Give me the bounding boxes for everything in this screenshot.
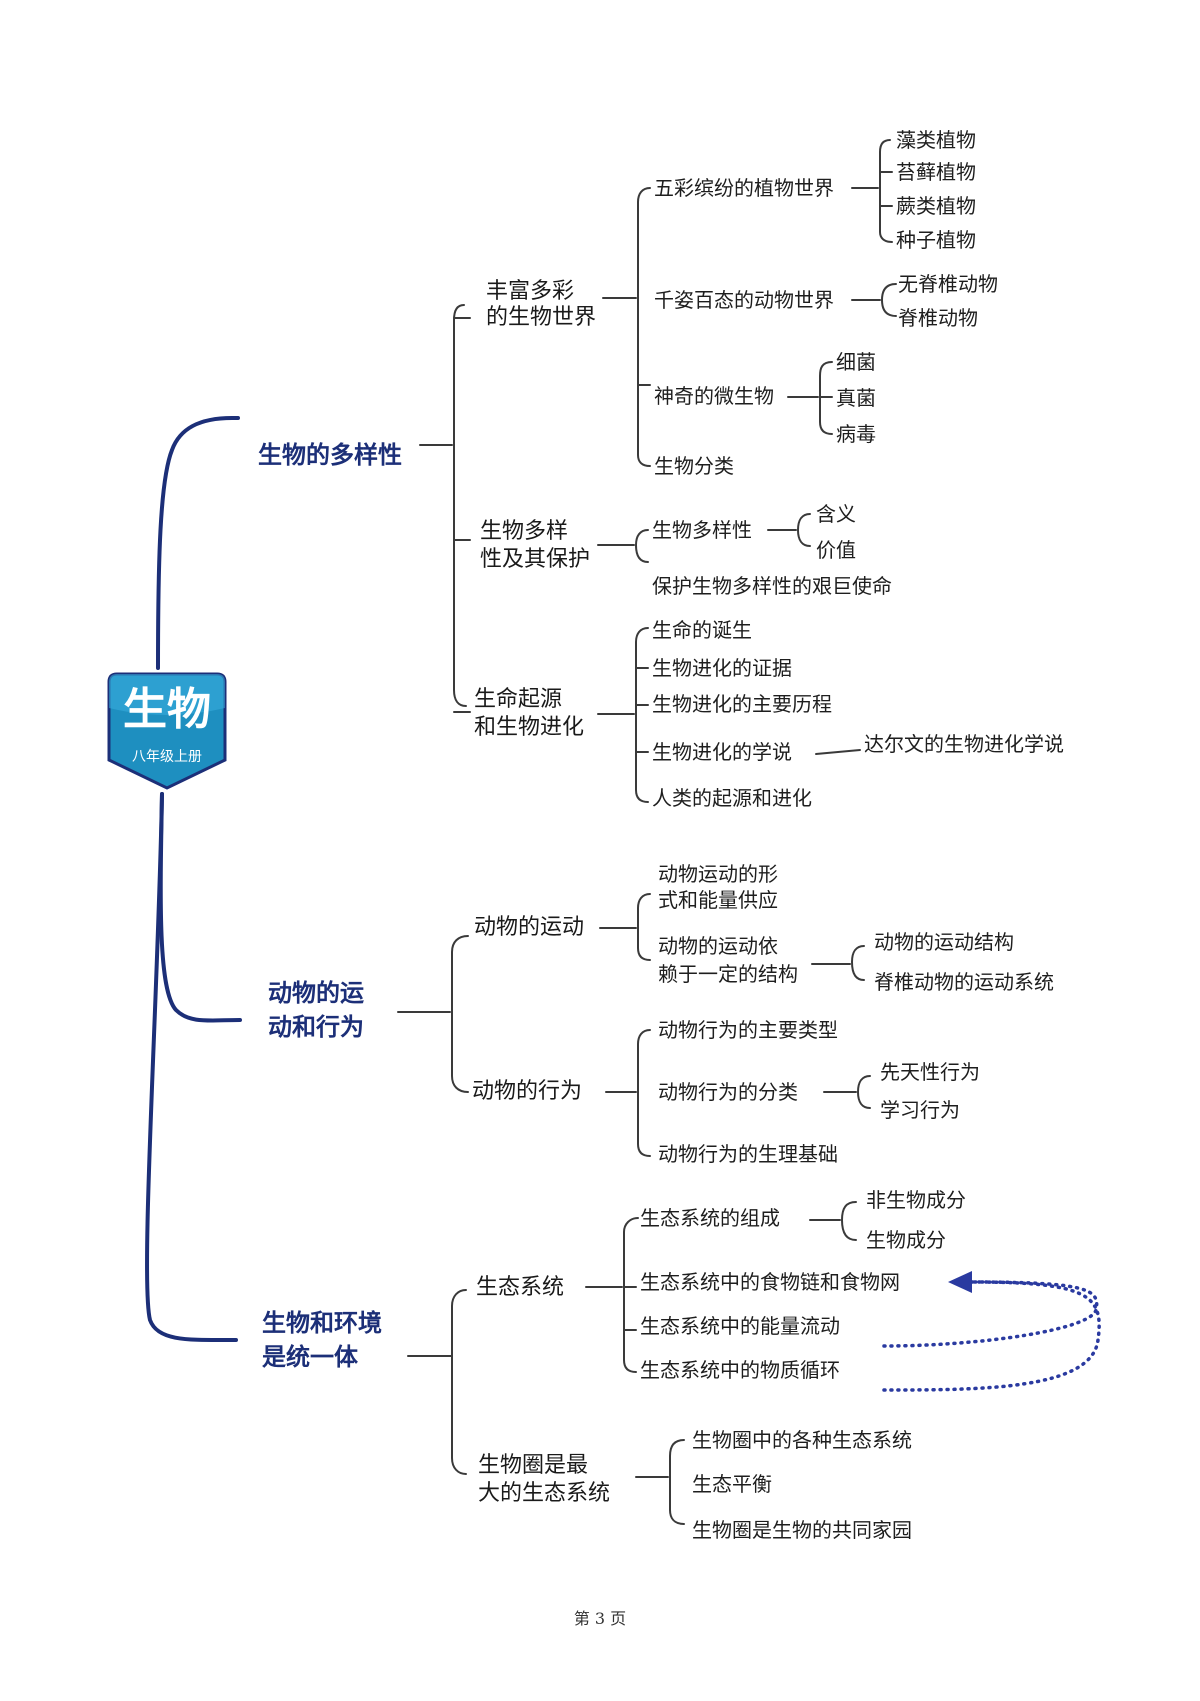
composition-item: 生物成分: [866, 1228, 946, 1252]
unit-2-line2: 动和行为: [268, 1013, 364, 1041]
mission-label: 保护生物多样性的艰巨使命: [652, 574, 892, 598]
motion-structure-line2: 赖于一定的结构: [658, 962, 798, 986]
page-number: 第 3 页: [573, 1609, 627, 1628]
plant-item: 种子植物: [896, 228, 976, 252]
behavior-basis: 动物行为的生理基础: [658, 1142, 838, 1166]
evolution-item: 生物进化的学说: [652, 740, 792, 764]
animal-item: 脊椎动物: [898, 306, 978, 330]
unit-2-line1: 动物的运: [268, 979, 364, 1007]
root-title: 生物: [123, 684, 211, 735]
microbe-item: 细菌: [836, 350, 876, 374]
biosphere-item: 生物圈中的各种生态系统: [692, 1428, 912, 1452]
u1-c2-line1: 生物多样: [480, 519, 569, 544]
u2-c2-label: 动物的行为: [472, 1079, 583, 1104]
microbe-item: 真菌: [836, 386, 876, 410]
u1-c1-line1: 丰富多彩: [486, 279, 575, 304]
motion-structure-line1: 动物的运动依: [658, 934, 778, 958]
animal-item: 无脊椎动物: [898, 272, 998, 296]
u3-c2-line1: 生物圈是最: [478, 1453, 589, 1478]
motion-form-line1: 动物运动的形: [658, 862, 778, 886]
behavior-item: 学习行为: [880, 1098, 960, 1122]
biosphere-item: 生态平衡: [692, 1472, 772, 1496]
motion-form-line2: 式和能量供应: [658, 888, 778, 912]
plant-item: 蕨类植物: [896, 194, 976, 218]
diversity-item: 价值: [816, 538, 856, 562]
composition-item: 非生物成分: [866, 1188, 966, 1212]
biosphere-item: 生物圈是生物的共同家园: [692, 1518, 912, 1542]
energy-label: 生态系统中的能量流动: [640, 1314, 840, 1338]
diversity-label: 生物多样性: [652, 518, 752, 542]
u1-c3-line1: 生命起源: [474, 687, 563, 712]
darwin-label: 达尔文的生物进化学说: [864, 732, 1064, 756]
behavior-item: 先天性行为: [880, 1060, 980, 1084]
arrow-head-icon: [948, 1271, 972, 1293]
structure-item: 动物的运动结构: [874, 930, 1014, 954]
matter-label: 生态系统中的物质循环: [640, 1358, 840, 1382]
plants-label: 五彩缤纷的植物世界: [654, 176, 834, 200]
unit-1-label: 生物的多样性: [258, 441, 402, 469]
evolution-item: 生物进化的主要历程: [652, 692, 832, 716]
u2-c1-label: 动物的运动: [474, 915, 585, 940]
evolution-item: 生命的诞生: [652, 618, 752, 642]
plant-item: 藻类植物: [896, 128, 976, 152]
u1-c1-line2: 的生物世界: [486, 305, 597, 330]
u1-c2-line2: 性及其保护: [480, 547, 591, 572]
root-subtitle: 八年级上册: [132, 749, 202, 765]
behavior-classify-label: 动物行为的分类: [658, 1080, 798, 1104]
foodweb-label: 生态系统中的食物链和食物网: [640, 1270, 900, 1294]
u1-c3-line2: 和生物进化: [474, 715, 585, 740]
microbe-item: 病毒: [836, 422, 876, 446]
unit-3-line2: 是统一体: [262, 1343, 358, 1371]
classify-label: 生物分类: [654, 454, 734, 478]
composition-label: 生态系统的组成: [640, 1206, 780, 1230]
evolution-item: 人类的起源和进化: [652, 786, 812, 810]
evolution-item: 生物进化的证据: [652, 656, 792, 680]
microbes-label: 神奇的微生物: [654, 384, 774, 408]
plant-item: 苔藓植物: [896, 160, 976, 184]
root-badge: 生物 八年级上册: [103, 668, 231, 794]
behavior-types: 动物行为的主要类型: [658, 1018, 838, 1042]
unit-3-line1: 生物和环境: [262, 1309, 382, 1337]
u3-c2-line2: 大的生态系统: [478, 1481, 611, 1506]
diversity-item: 含义: [816, 502, 856, 526]
animals-label: 千姿百态的动物世界: [654, 288, 834, 312]
shield-icon: [107, 672, 227, 790]
u3-c1-label: 生态系统: [476, 1275, 565, 1300]
structure-item: 脊椎动物的运动系统: [874, 970, 1054, 994]
